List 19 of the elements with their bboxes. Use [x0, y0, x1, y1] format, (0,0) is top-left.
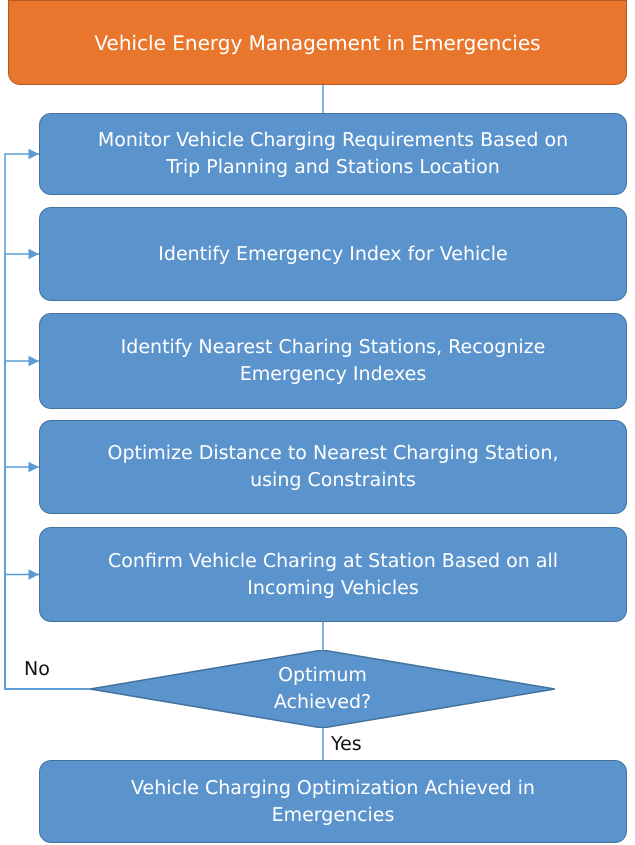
process-box: [39, 420, 627, 514]
node-text: Optimize Distance to Nearest Charging Station, using Constraints: [106, 441, 560, 493]
node-text: Identify Nearest Charing Stations, Recognize Emergency Indexes: [120, 335, 546, 387]
process-box: [39, 207, 627, 301]
node-text: Confirm Vehicle Charing at Station Based on all Incoming Vehicles: [106, 548, 560, 600]
node-text: Identify Emergency Index for Vehicle: [158, 242, 508, 267]
process-box: [39, 113, 627, 195]
connector-line: [322, 622, 324, 650]
connector-line: [322, 728, 324, 760]
node-text: Vehicle Charging Optimization Achieved in Emergencies: [130, 776, 536, 828]
node-text: Monitor Vehicle Charging Requirements Based on Trip Planning and Stations Location: [96, 128, 570, 180]
process-box: [39, 760, 627, 843]
title-banner: Vehicle Energy Management in Emergencies: [8, 0, 627, 85]
node-text: Optimum Achieved?: [272, 663, 372, 715]
connector-line: [322, 85, 324, 113]
connector-line: [4, 569, 90, 690]
process-box: [39, 527, 627, 622]
decision-diamond: [90, 650, 555, 728]
process-box: [39, 313, 627, 409]
